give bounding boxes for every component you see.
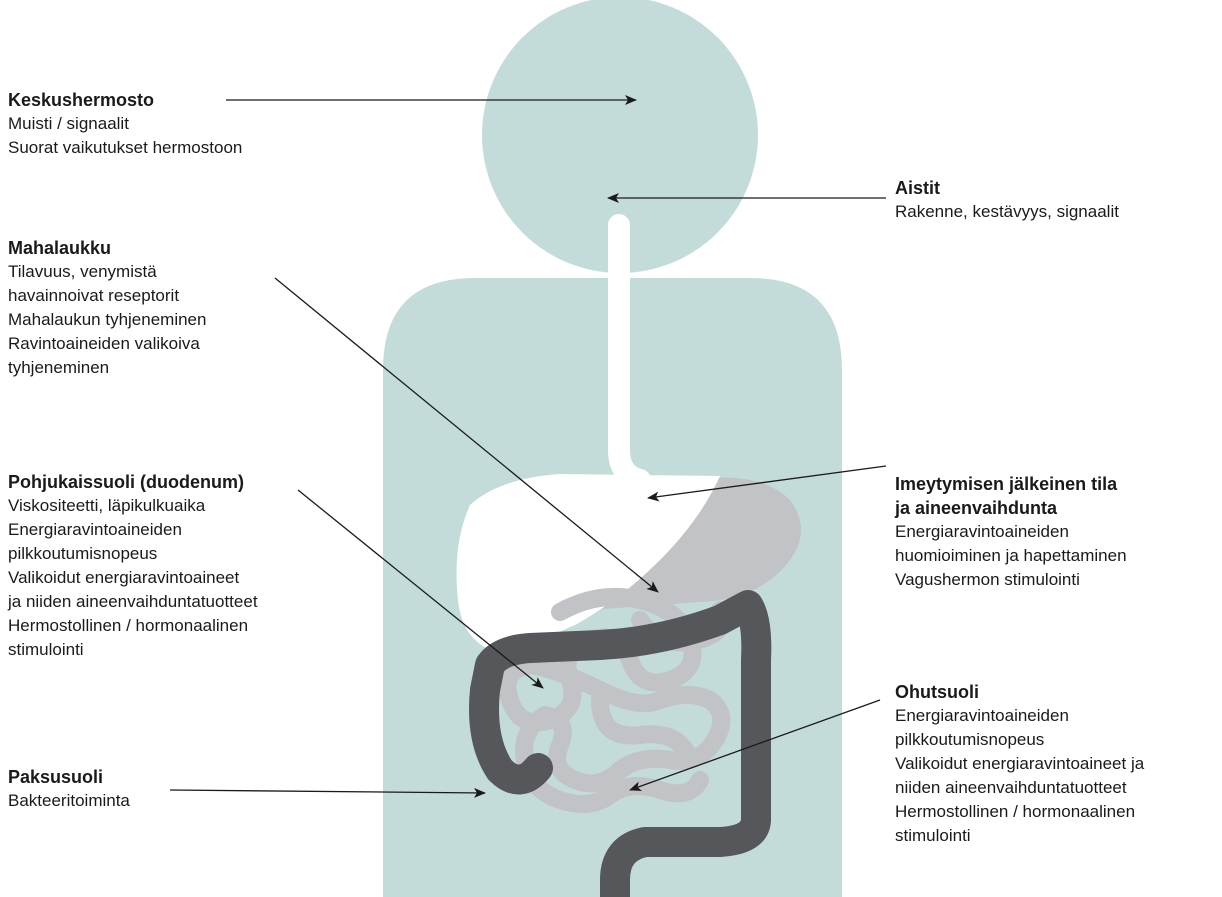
label-cns-line: Suorat vaikutukset hermostoon <box>8 136 242 160</box>
label-small-intestine-line: Hermostollinen / hormonaalinen <box>895 800 1144 824</box>
label-duodenum-line: Energiaravintoaineiden <box>8 518 258 542</box>
label-stomach-line: tyhjeneminen <box>8 356 206 380</box>
label-postabsorptive-title: Imeytymisen jälkeinen tila <box>895 472 1127 496</box>
label-duodenum-line: pilkkoutumisnopeus <box>8 542 258 566</box>
label-duodenum: Pohjukaissuoli (duodenum) Viskositeetti,… <box>8 470 258 662</box>
label-postabsorptive: Imeytymisen jälkeinen tila ja aineenvaih… <box>895 472 1127 592</box>
label-postabsorptive-line: Energiaravintoaineiden <box>895 520 1127 544</box>
label-small-intestine-line: Energiaravintoaineiden <box>895 704 1144 728</box>
label-senses-line: Rakenne, kestävyys, signaalit <box>895 200 1119 224</box>
label-postabsorptive-line: huomioiminen ja hapettaminen <box>895 544 1127 568</box>
label-small-intestine: Ohutsuoli Energiaravintoaineiden pilkkou… <box>895 680 1144 848</box>
label-large-intestine-line: Bakteeritoiminta <box>8 789 130 813</box>
label-small-intestine-line: Valikoidut energiaravintoaineet ja <box>895 752 1144 776</box>
label-postabsorptive-title: ja aineenvaihdunta <box>895 496 1127 520</box>
label-stomach-title: Mahalaukku <box>8 236 206 260</box>
label-stomach-line: Mahalaukun tyhjeneminen <box>8 308 206 332</box>
label-duodenum-title: Pohjukaissuoli (duodenum) <box>8 470 258 494</box>
label-senses: Aistit Rakenne, kestävyys, signaalit <box>895 176 1119 224</box>
label-senses-title: Aistit <box>895 176 1119 200</box>
label-duodenum-line: stimulointi <box>8 638 258 662</box>
label-duodenum-line: Viskositeetti, läpikulkuaika <box>8 494 258 518</box>
label-small-intestine-line: pilkkoutumisnopeus <box>895 728 1144 752</box>
label-small-intestine-title: Ohutsuoli <box>895 680 1144 704</box>
label-duodenum-line: Valikoidut energiaravintoaineet <box>8 566 258 590</box>
label-cns: Keskushermosto Muisti / signaalit Suorat… <box>8 88 242 160</box>
label-small-intestine-line: niiden aineenvaihduntatuotteet <box>895 776 1144 800</box>
label-small-intestine-line: stimulointi <box>895 824 1144 848</box>
label-stomach-line: havainnoivat reseptorit <box>8 284 206 308</box>
label-stomach-line: Tilavuus, venymistä <box>8 260 206 284</box>
label-cns-line: Muisti / signaalit <box>8 112 242 136</box>
label-duodenum-line: Hermostollinen / hormonaalinen <box>8 614 258 638</box>
label-large-intestine: Paksusuoli Bakteeritoiminta <box>8 765 130 813</box>
label-large-intestine-title: Paksusuoli <box>8 765 130 789</box>
label-duodenum-line: ja niiden aineenvaihduntatuotteet <box>8 590 258 614</box>
label-postabsorptive-line: Vagushermon stimulointi <box>895 568 1127 592</box>
label-stomach-line: Ravintoaineiden valikoiva <box>8 332 206 356</box>
label-stomach: Mahalaukku Tilavuus, venymistä havainnoi… <box>8 236 206 380</box>
label-cns-title: Keskushermosto <box>8 88 242 112</box>
